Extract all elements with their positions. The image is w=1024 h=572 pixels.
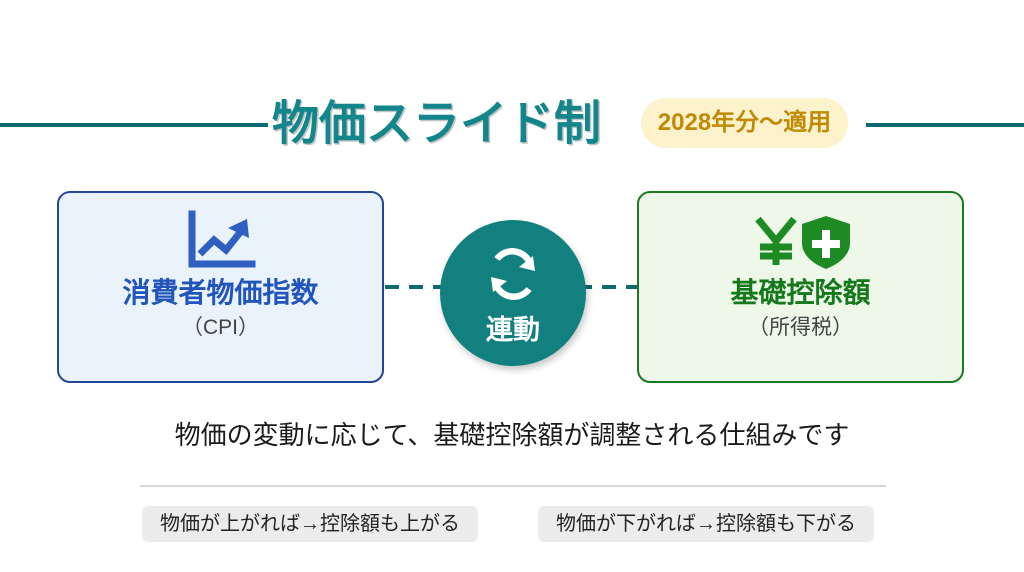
linkage-hub-label: 連動 [486, 314, 540, 345]
title-band: 物価スライド制 2028年分〜適用 [0, 40, 1024, 148]
outcome-pill-increase: 物価が上がれば→控除額も上がる [142, 506, 478, 542]
card-basic-deduction: 基礎控除額 （所得税） [637, 191, 964, 383]
section-divider [140, 485, 886, 487]
card-subtitle-cpi: （CPI） [181, 316, 259, 339]
outcome-pill-increase-label: 物価が上がれば→控除額も上がる [160, 513, 460, 535]
outcome-pill-decrease-label: 物価が下がれば→控除額も下がる [556, 513, 856, 535]
title-rule-right [866, 123, 1024, 127]
line-chart-uptrend-icon [184, 207, 258, 277]
description-text: 物価の変動に応じて、基礎控除額が調整される仕組みです [174, 420, 850, 450]
connector-right-dashed [578, 285, 640, 289]
linkage-hub: 連動 [440, 220, 586, 366]
year-badge-label: 2028年分〜適用 [657, 109, 832, 136]
year-badge: 2028年分〜適用 [641, 98, 848, 148]
connector-left-dashed [385, 285, 447, 289]
title-rule-left [0, 123, 268, 127]
outcome-pill-decrease: 物価が下がれば→控除額も下がる [538, 506, 874, 542]
card-consumer-price-index: 消費者物価指数 （CPI） [57, 191, 384, 383]
sync-refresh-icon [483, 245, 543, 308]
card-subtitle-deduction: （所得税） [748, 316, 853, 339]
yen-shield-plus-icon [746, 207, 856, 277]
card-title-deduction: 基礎控除額 [730, 277, 871, 308]
card-title-cpi: 消費者物価指数 [122, 277, 319, 308]
page-title: 物価スライド制 [272, 96, 601, 150]
